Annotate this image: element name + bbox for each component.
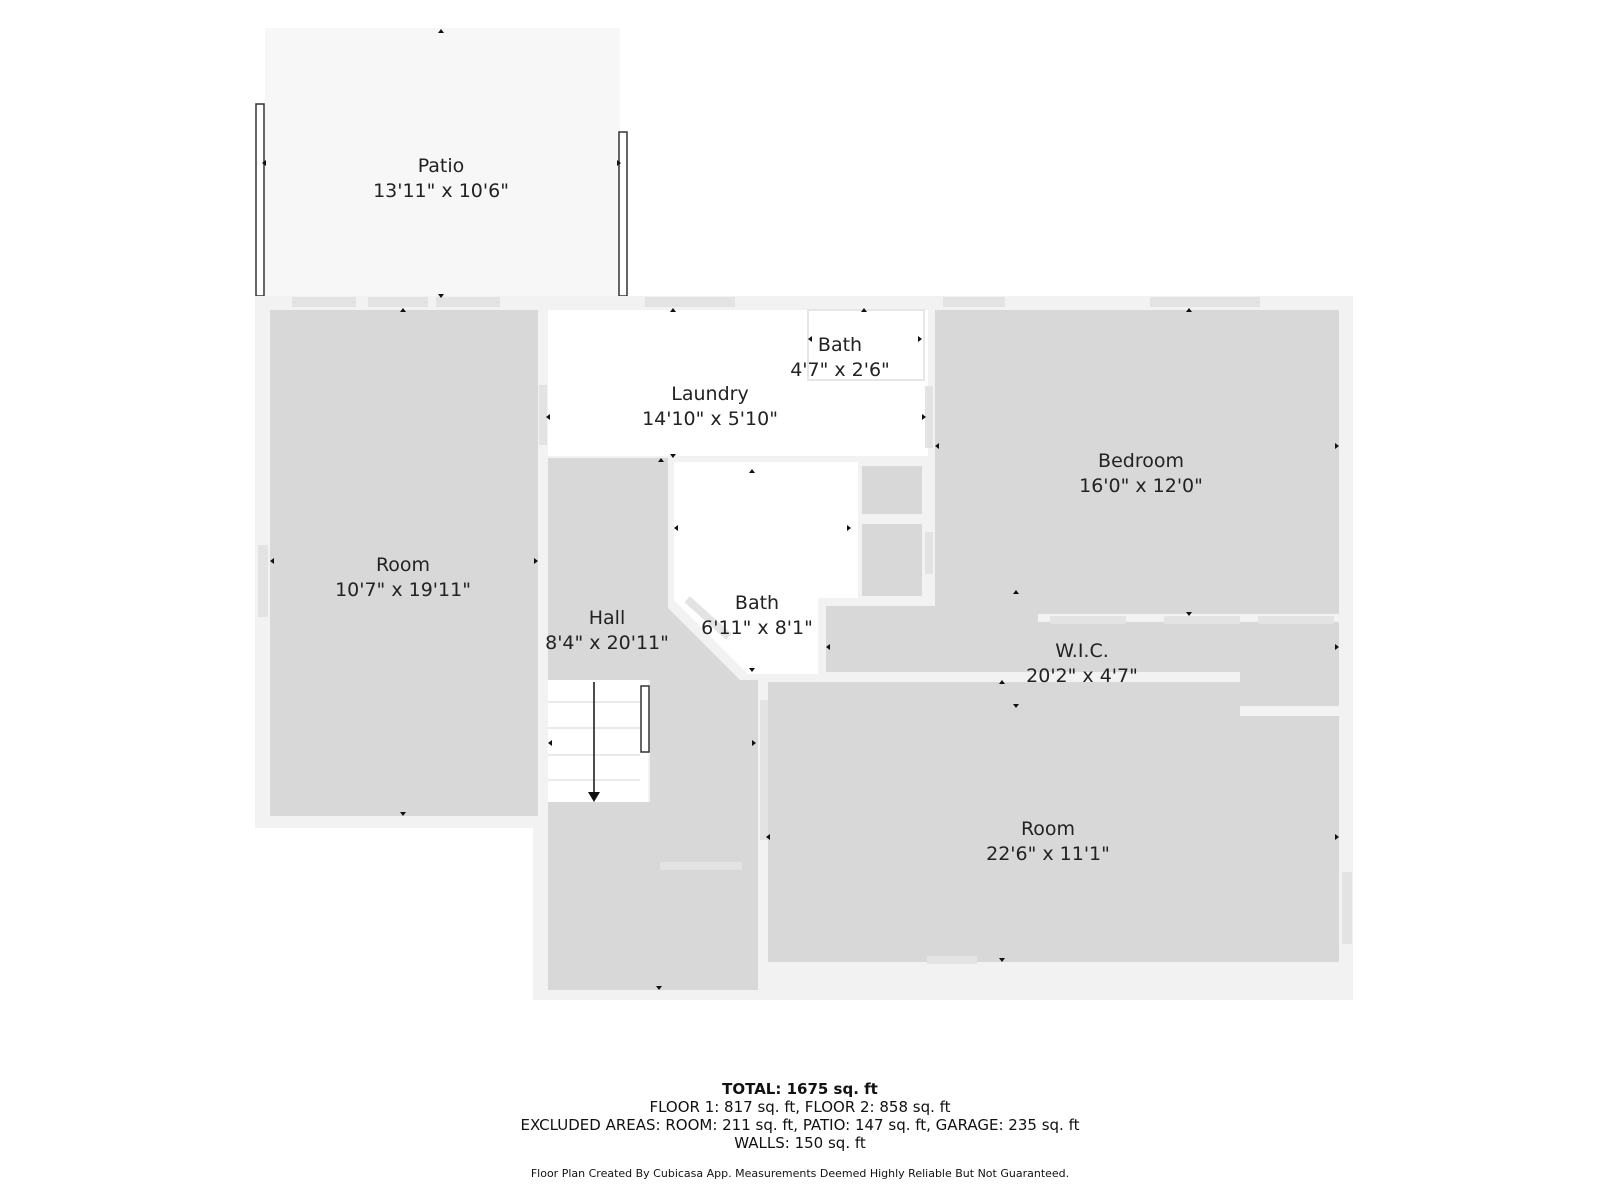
patio-rail-right: [618, 131, 628, 297]
footer-walls: WALLS: 150 sq. ft: [734, 1134, 866, 1152]
laundry-dims: 14'10" x 5'10": [642, 408, 778, 430]
wic-name: W.I.C.: [1055, 640, 1109, 662]
room-bottom-left-floor: [548, 802, 758, 990]
patio-name: Patio: [418, 155, 465, 177]
patio-dims: 13'11" x 10'6": [373, 180, 509, 202]
footer-floors: FLOOR 1: 817 sq. ft, FLOOR 2: 858 sq. ft: [649, 1098, 951, 1116]
dimension-ticks: [262, 29, 1339, 990]
footer-total: TOTAL: 1675 sq. ft: [722, 1080, 878, 1098]
room-right-dims: 22'6" x 11'1": [986, 843, 1110, 865]
bedroom-name: Bedroom: [1098, 450, 1184, 472]
room-left-name: Room: [376, 554, 430, 576]
footer-credit: Floor Plan Created By Cubicasa App. Meas…: [530, 1167, 1070, 1180]
wic-floor: [826, 590, 1339, 706]
laundry-name: Laundry: [671, 383, 748, 405]
bedroom-floor: [935, 310, 1339, 614]
bath-top-dims: 4'7" x 2'6": [790, 359, 890, 381]
bath-top-floor: [807, 309, 925, 381]
bath-mid-name: Bath: [735, 592, 779, 614]
room-left-dims: 10'7" x 19'11": [335, 579, 471, 601]
room-right-name: Room: [1021, 818, 1075, 840]
bath-mid-fixture-1: [862, 466, 922, 514]
bath-mid-floor: [674, 462, 858, 674]
hall-dims: 8'4" x 20'11": [545, 632, 669, 654]
patio-rail-left: [255, 103, 265, 297]
stairs-rail: [640, 685, 650, 753]
bedroom-dims: 16'0" x 12'0": [1079, 475, 1203, 497]
wic-dims: 20'2" x 4'7": [1026, 665, 1138, 687]
room-left-floor: [270, 310, 538, 816]
bath-mid-dims: 6'11" x 8'1": [701, 617, 813, 639]
footer-excluded: EXCLUDED AREAS: ROOM: 211 sq. ft, PATIO:…: [520, 1116, 1080, 1134]
stairs-arrow-head: [588, 792, 600, 802]
bath-top-name: Bath: [818, 334, 862, 356]
hall-name: Hall: [589, 607, 626, 629]
patio-area: [265, 28, 620, 296]
windows: [258, 297, 1352, 964]
stairs: [548, 680, 648, 802]
hall-floor: [548, 458, 758, 858]
bath-mid-fixture-2: [862, 524, 922, 596]
room-right-floor: [768, 682, 1339, 962]
